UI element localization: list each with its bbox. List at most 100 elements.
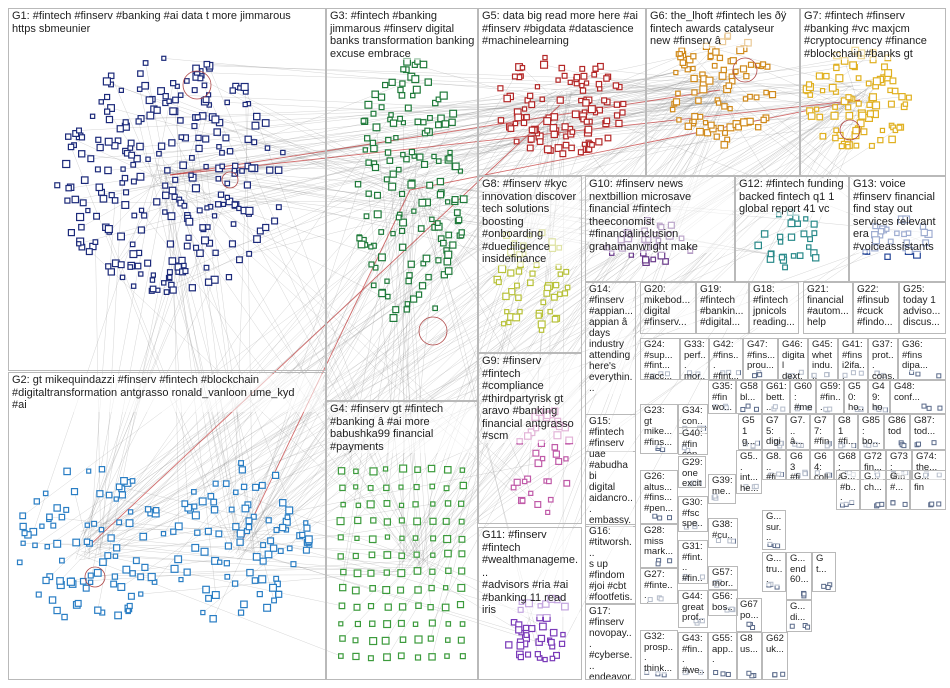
node [549, 628, 558, 637]
edge [399, 114, 576, 193]
node [705, 76, 714, 85]
node [50, 522, 57, 529]
node [224, 573, 231, 580]
node [592, 65, 599, 72]
node [667, 558, 673, 564]
node [418, 198, 427, 207]
node [428, 584, 435, 592]
edge [197, 83, 715, 533]
node [562, 141, 570, 149]
node [887, 87, 893, 94]
group-label: G t... [816, 553, 833, 575]
node [202, 135, 210, 143]
edge [515, 102, 867, 124]
node [805, 624, 811, 630]
node [130, 283, 137, 289]
edge [134, 91, 560, 216]
node [428, 619, 436, 627]
node [399, 227, 406, 235]
node [98, 526, 105, 533]
node [936, 501, 942, 507]
edge [197, 72, 851, 96]
node [245, 206, 254, 215]
node [398, 603, 407, 611]
group-label: G43: #fin... #we... [682, 633, 705, 679]
group-box-g26: G26: altus... #fins... #pen... [640, 470, 678, 524]
node [277, 548, 284, 555]
node [414, 635, 423, 644]
node [677, 50, 683, 57]
node [720, 141, 729, 149]
group-box-g81: G81 #fi... [834, 414, 858, 450]
node [162, 182, 169, 189]
group-box-gm6: G... fin [910, 470, 946, 510]
group-box-g74: G74: the... [912, 450, 946, 480]
edge [59, 536, 102, 582]
node [504, 309, 510, 315]
group-label: G... end 60... [790, 553, 809, 586]
edge [209, 68, 418, 553]
group-label: G62 uk... [766, 633, 785, 655]
node [353, 569, 362, 578]
node [217, 191, 225, 198]
node [444, 466, 452, 474]
node [383, 176, 390, 183]
edge [422, 99, 853, 194]
node [56, 577, 64, 585]
node [519, 497, 526, 504]
node [219, 163, 226, 170]
node [716, 54, 724, 62]
node [884, 253, 891, 261]
group-box-g67: G67 po... [736, 598, 762, 632]
node [699, 85, 708, 94]
node [545, 509, 551, 515]
group-label: G8... #fi... [766, 451, 783, 479]
node [251, 121, 260, 130]
node [543, 117, 552, 126]
node [436, 177, 445, 186]
node [690, 65, 696, 72]
node [558, 640, 566, 647]
edge [420, 482, 518, 571]
node [125, 519, 134, 528]
node [855, 75, 862, 82]
node [603, 117, 611, 125]
node [94, 166, 101, 173]
node [261, 119, 270, 127]
node [264, 550, 273, 559]
node [354, 181, 362, 188]
node [93, 212, 100, 220]
node [204, 278, 213, 286]
node [39, 523, 45, 529]
edge [103, 555, 387, 573]
node [717, 124, 725, 132]
node [104, 166, 112, 175]
node [411, 208, 417, 214]
node [383, 653, 391, 662]
node [399, 243, 407, 251]
group-label: G20: mikebod... digital #finserv... [644, 284, 693, 328]
node [207, 492, 215, 500]
node [89, 113, 96, 119]
group-box-g28: G28: miss mark... [640, 524, 678, 568]
group-box-g8y: G8 us... [736, 632, 762, 680]
node [833, 127, 840, 134]
edge [170, 42, 748, 165]
edge [91, 541, 264, 562]
node [515, 626, 523, 634]
group-label: G26: altus... #fins... #pen... [644, 471, 675, 514]
node [695, 97, 702, 104]
node [199, 224, 206, 231]
group-box-g12: G12: #fintech funding backed fintech q1 … [735, 176, 849, 282]
node [399, 636, 407, 644]
node [129, 241, 136, 248]
node [547, 496, 554, 503]
group-box-g14: G14: #finserv #appian... appian â days i… [585, 282, 636, 452]
node [435, 158, 442, 164]
group-box-g25: G25: today 1 adviso... discus... [899, 282, 946, 334]
node [369, 584, 376, 592]
node [134, 262, 142, 270]
edge [703, 89, 870, 113]
node [459, 653, 466, 660]
node [408, 148, 416, 156]
